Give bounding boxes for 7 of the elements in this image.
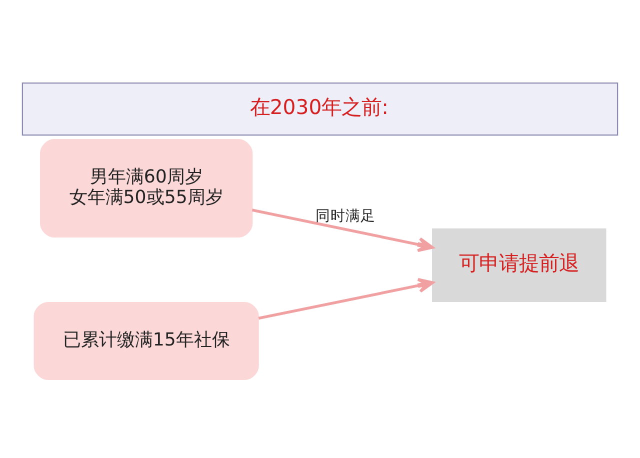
arrow <box>258 278 434 320</box>
diagram-title: 在2030年之前: <box>250 95 389 120</box>
edge-label: 同时满足 <box>315 207 376 224</box>
arrow <box>252 208 434 252</box>
node-box: 可申请提前退 <box>432 228 606 302</box>
node-box: 已累计缴满15年社保 <box>34 302 259 380</box>
node-box: 男年满60周岁 女年满50或55周岁 <box>40 139 253 238</box>
